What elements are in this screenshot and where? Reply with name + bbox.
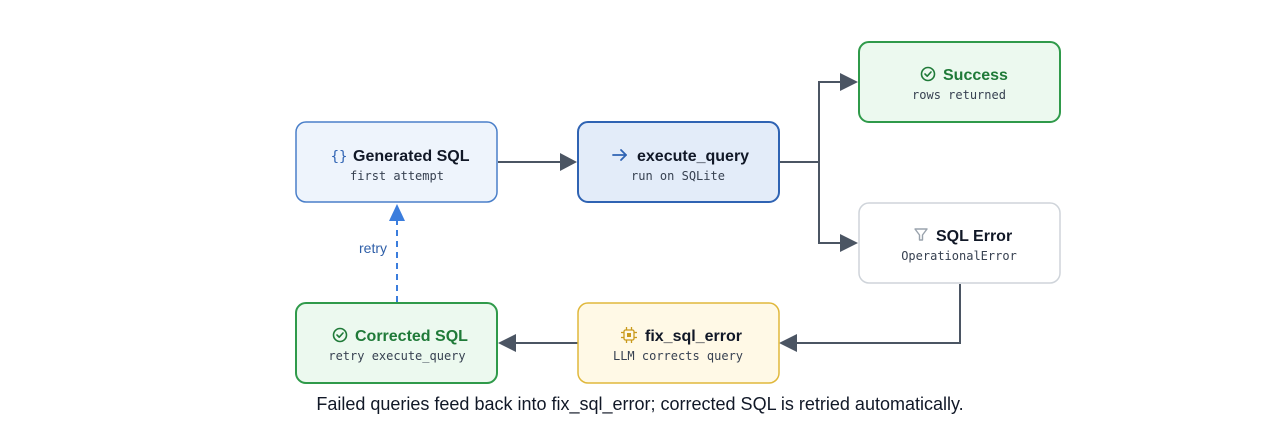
node-execute-subtitle: run on SQLite xyxy=(631,169,725,183)
node-generated-sql: {} Generated SQL first attempt xyxy=(295,121,498,203)
node-success-subtitle: rows returned xyxy=(912,88,1006,102)
node-fix-subtitle: LLM corrects query xyxy=(613,349,743,363)
node-fix-sql-error: fix_sql_error LLM corrects query xyxy=(577,302,780,384)
node-error-subtitle: OperationalError xyxy=(901,249,1017,263)
chip-icon xyxy=(621,327,637,343)
arrowhead-to-corrected xyxy=(498,334,516,352)
node-success: Success rows returned xyxy=(858,41,1061,123)
arrow-right-icon xyxy=(612,149,627,161)
arrowhead-generated-to-execute xyxy=(560,153,577,171)
node-generated-subtitle: first attempt xyxy=(350,169,444,183)
filter-icon xyxy=(914,228,928,241)
node-corrected-title: Corrected SQL xyxy=(355,328,468,345)
arrowhead-to-error xyxy=(840,234,858,252)
edges xyxy=(389,73,961,352)
diagram-caption: Failed queries feed back into fix_sql_er… xyxy=(316,394,964,414)
node-success-title: Success xyxy=(943,67,1008,84)
check-circle-icon xyxy=(920,66,936,82)
node-corrected-subtitle: retry execute_query xyxy=(328,349,465,363)
check-circle-icon xyxy=(332,327,348,343)
retry-label: retry xyxy=(359,240,387,256)
arrowhead-to-success xyxy=(840,73,858,91)
node-sql-error: SQL Error OperationalError xyxy=(858,202,1061,284)
node-error-title: SQL Error xyxy=(936,228,1012,245)
node-execute-query: execute_query run on SQLite xyxy=(577,121,780,203)
node-execute-title: execute_query xyxy=(637,148,749,165)
node-generated-title: Generated SQL xyxy=(353,148,470,165)
arrowhead-retry xyxy=(389,204,405,221)
braces-icon: {} xyxy=(331,149,348,165)
arrowhead-to-fix xyxy=(779,334,797,352)
node-fix-title: fix_sql_error xyxy=(645,328,742,345)
node-corrected-sql: Corrected SQL retry execute_query xyxy=(295,302,498,384)
edge-error-to-fix xyxy=(797,284,961,344)
edge-execute-branch xyxy=(779,81,840,244)
